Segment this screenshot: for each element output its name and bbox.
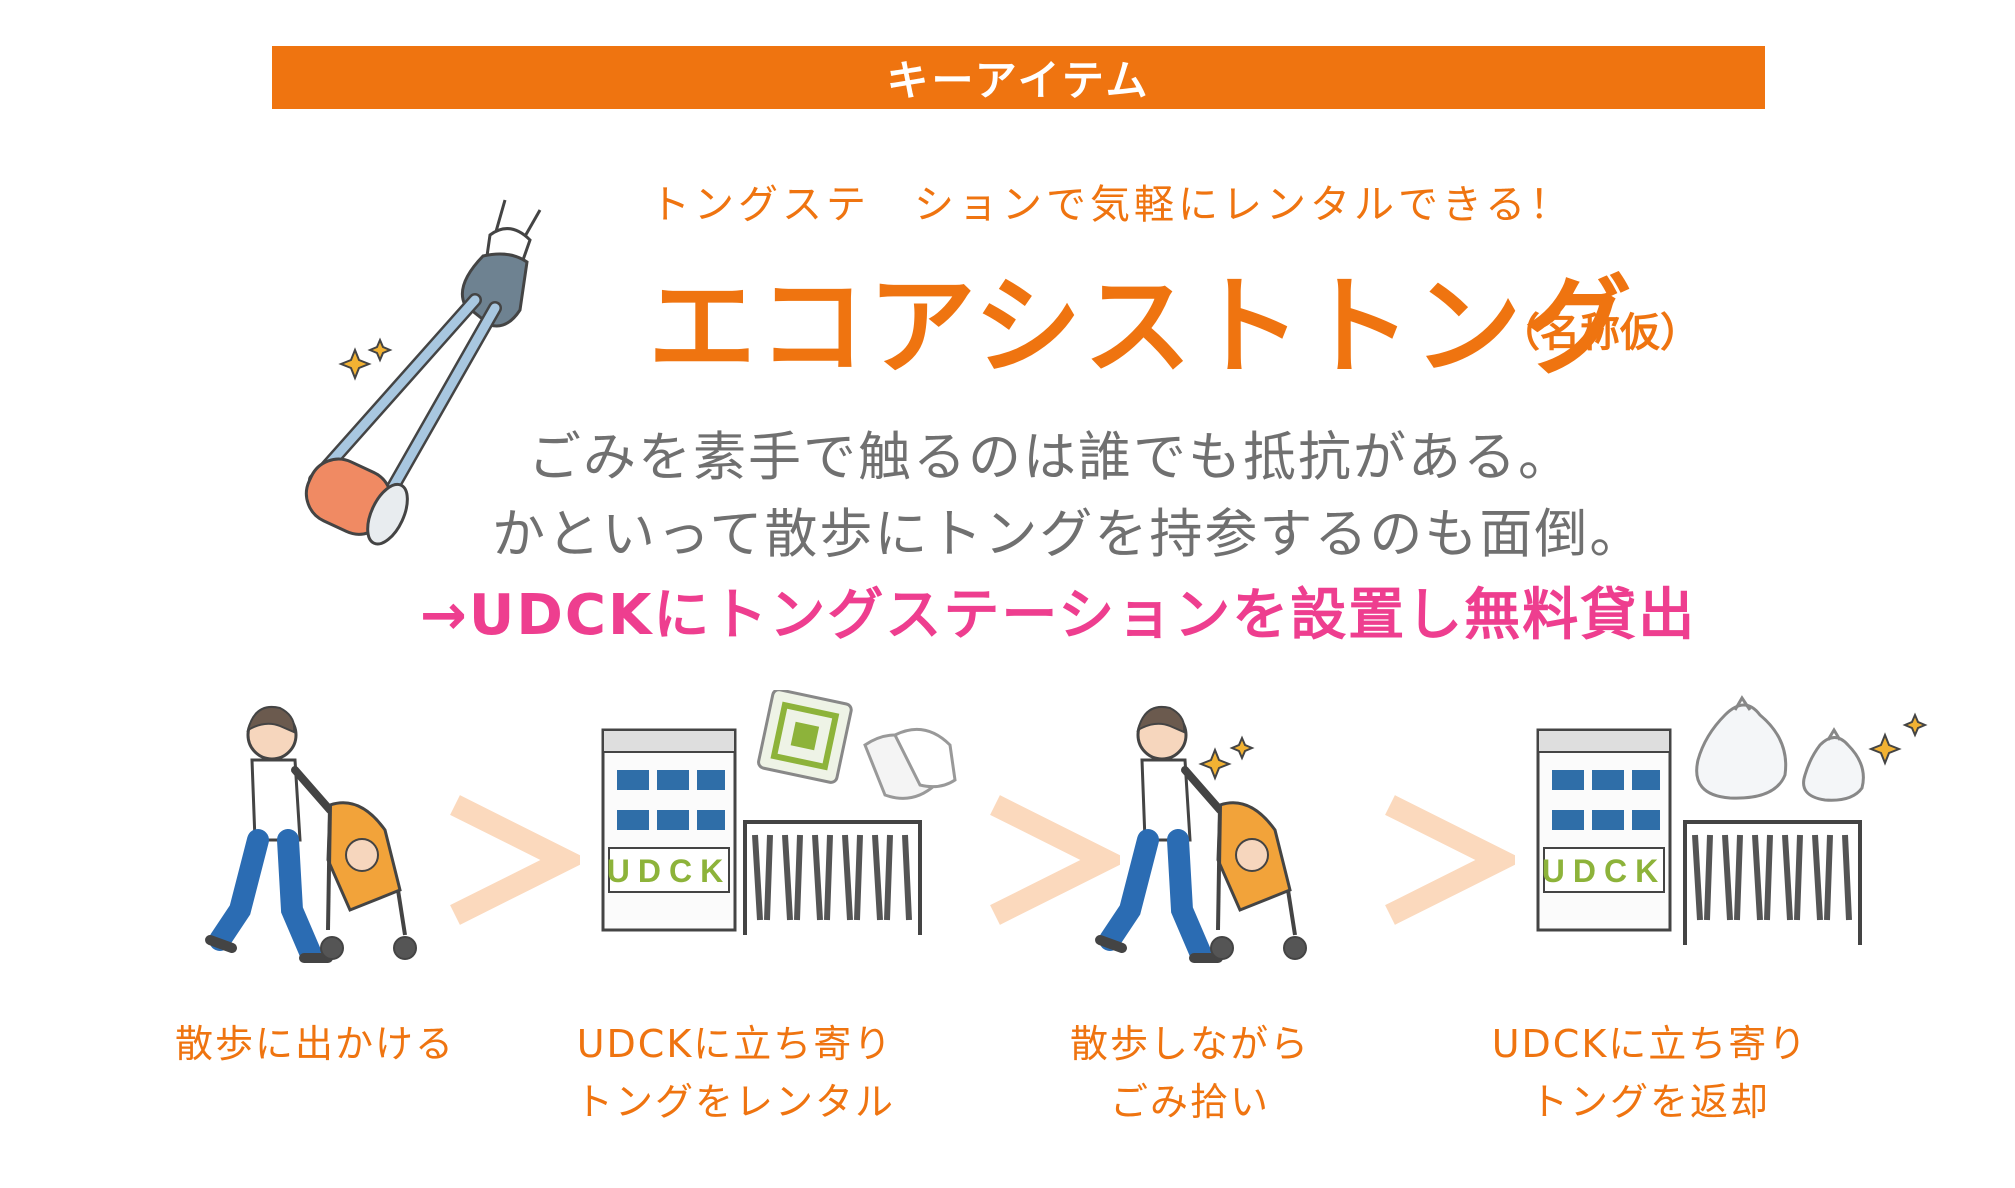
tong-rack-icon [1683,820,1862,945]
chevron-arrow-icon [990,795,1120,925]
step-caption-4: UDCKに立ち寄り トングを返却 [1460,1015,1840,1131]
caption-line: 散歩に出かける [174,1022,455,1066]
product-title: エコアシストトング [648,265,1634,390]
building-icon: UDCK [1536,728,1672,932]
building-return-icon: UDCK [1536,695,1928,945]
caption-line: ごみ拾い [1109,1080,1270,1124]
walker-with-stroller-icon [205,706,417,963]
walker-picking-trash-icon [1095,706,1307,963]
building-rental-icon: UDCK [601,690,957,935]
body-line-2: かといって散歩にトングを持参するのも面倒。 [492,504,1645,565]
caption-line: UDCKに立ち寄り [576,1022,894,1066]
sparkle-icon [1902,712,1928,738]
tong-icon [304,199,542,546]
sparkle-icon [1868,732,1902,766]
caption-line: トングを返却 [1529,1080,1770,1124]
highlight-text: →UDCKにトングステーションを設置し無料貸出 [420,583,1697,648]
subtitle: トングステ ションで気軽にレンタルできる！ [650,182,1574,228]
sign-label: UDCK [1542,853,1666,889]
caption-line: UDCKに立ち寄り [1491,1022,1809,1066]
chevron-arrow-icon [1385,795,1515,925]
chevron-arrow-icon [450,795,580,925]
banner-label: キーアイテム [886,56,1151,105]
trash-bag-icon [1802,727,1865,802]
caption-line: トングをレンタル [574,1080,895,1124]
caption-line: 散歩しながら [1069,1022,1310,1066]
tong-rack-icon [743,820,922,935]
sign-label: UDCK [607,853,731,889]
body-line-1: ごみを素手で触るのは誰でも抵抗がある。 [528,427,1573,488]
title-note: （名称仮） [1500,310,1700,356]
step-caption-3: 散歩しながら ごみ拾い [1040,1015,1340,1131]
qr-card-icon [757,690,853,784]
step-caption-1: 散歩に出かける [160,1015,470,1073]
key-item-banner: キーアイテム [272,46,1765,109]
building-icon: UDCK [601,728,737,932]
gloves-icon [863,727,957,800]
step-caption-2: UDCKに立ち寄り トングをレンタル [545,1015,925,1131]
sparkle-icon [1198,747,1232,781]
trash-bag-icon [1695,695,1788,800]
sparkle-icon [1229,735,1255,761]
